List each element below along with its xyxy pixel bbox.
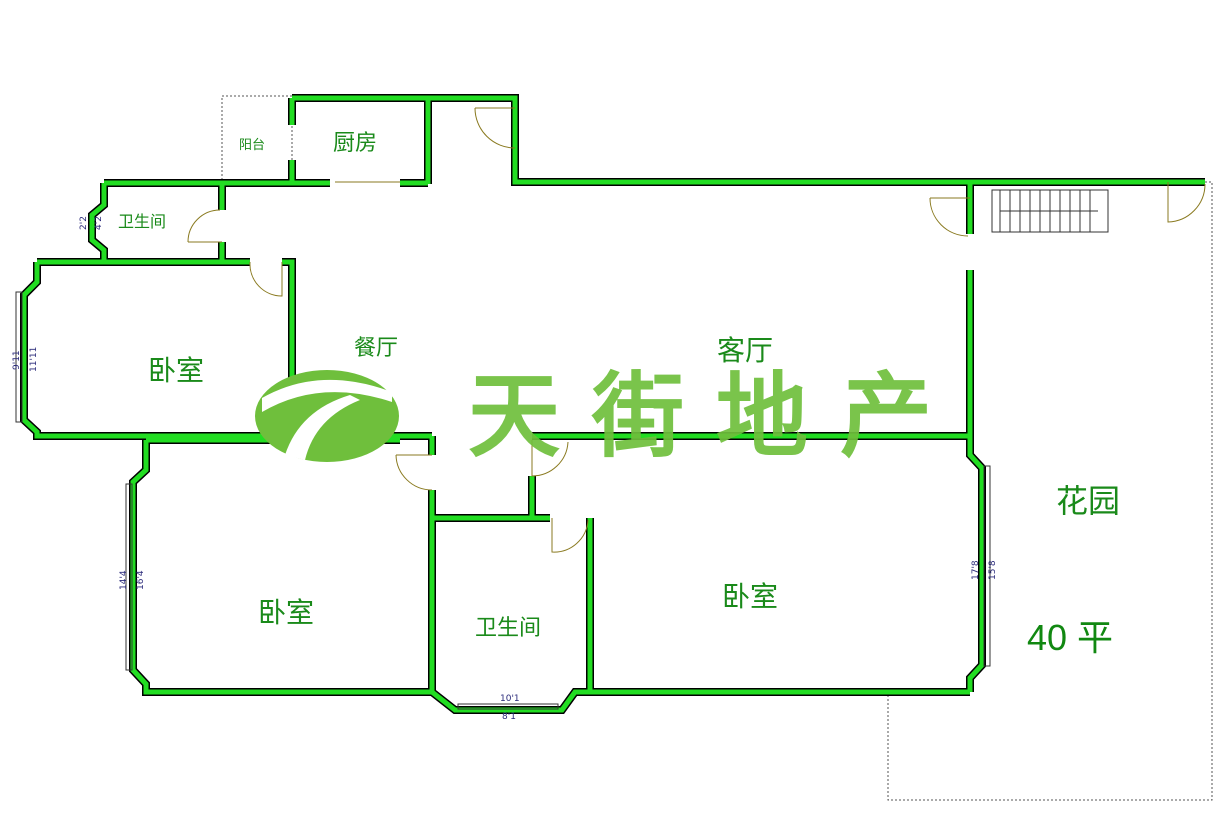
label-garden: 花园 — [1056, 482, 1120, 520]
dim-bed1-window-outer: 11'11 — [29, 347, 39, 372]
label-bedroom-left: 卧室 — [148, 354, 204, 387]
garden-outline — [887, 181, 1213, 801]
watermark-logo — [255, 370, 399, 462]
doors — [187, 107, 1206, 553]
dim-bed3-window-outer: 15'8 — [988, 560, 998, 580]
dim-bath-bay-outer: 10'1 — [500, 694, 520, 704]
dim-bed3-window-inner: 17'8 — [971, 560, 981, 580]
label-dining: 餐厅 — [354, 336, 398, 361]
stairs — [991, 189, 1109, 233]
dim-bath-bay-inner: 8'1 — [502, 712, 516, 722]
label-garden-area: 40 平 — [1027, 617, 1113, 658]
label-living: 客厅 — [717, 334, 773, 367]
label-balcony: 阳台 — [239, 138, 265, 153]
label-kitchen: 厨房 — [333, 131, 377, 156]
dim-bath-window-inner: 2'2 — [79, 216, 89, 230]
balcony-outline — [221, 95, 293, 183]
label-bathroom-main: 卫生间 — [475, 616, 541, 641]
dim-bed2-window-inner: 14'4 — [119, 570, 129, 590]
dim-bed1-window-inner: 9'11 — [12, 350, 22, 370]
label-bedroom-lower-right: 卧室 — [722, 580, 778, 613]
dimension-labels: 2'2 4'2 9'11 11'11 14'4 16'4 10'1 8'1 17… — [12, 216, 998, 722]
windows — [15, 291, 991, 710]
dim-bed2-window-outer: 16'4 — [136, 570, 146, 590]
watermark-text: 天街地产 — [468, 363, 964, 470]
label-bathroom-small: 卫生间 — [118, 212, 166, 231]
dim-bath-window-outer: 4'2 — [94, 216, 104, 230]
label-bedroom-lower-left: 卧室 — [258, 596, 314, 629]
